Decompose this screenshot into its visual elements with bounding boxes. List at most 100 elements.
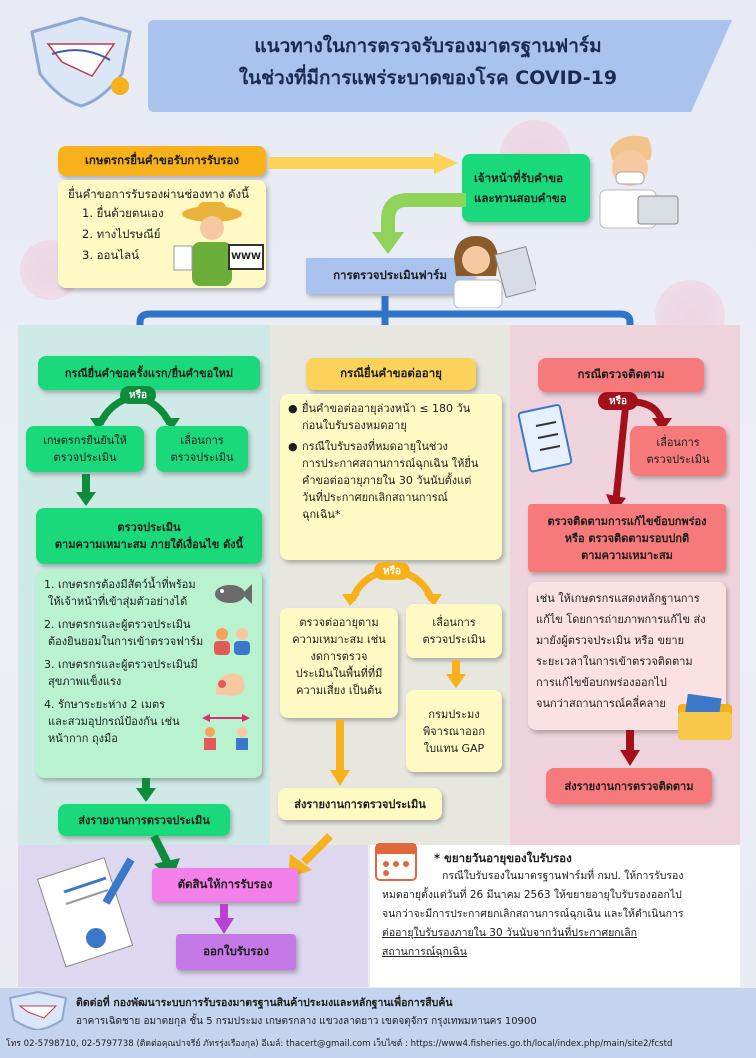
right-postpone-line2: ตรวจประเมิน <box>646 453 710 466</box>
mid-renew-d: ประเมินในพื้นที่ที่มี <box>295 667 383 680</box>
www-sign: WWW <box>228 244 264 270</box>
mid-renew-panel: ตรวจต่ออายุตาม ความเหมาะสม เช่น งดการตรว… <box>280 608 398 718</box>
left-down-arrow-2 <box>136 778 156 802</box>
condition-1b: ให้เจ้าหน้าที่เข้าสุ่มตัวอย่างได้ <box>48 595 188 608</box>
decide-box: ตัดสินให้การรับรอง <box>152 868 298 902</box>
mid-postpone-line2: ตรวจประเมิน <box>422 633 486 646</box>
channel-item: 3. ออนไลน์ <box>82 248 139 262</box>
mid-renew-e: ความเสี่ยง เป็นต้น <box>296 684 382 697</box>
note-line2: หมดอายุตั้งแต่วันที่ 26 มีนาคม 2563 ให้ข… <box>382 889 682 901</box>
farmer-icon <box>166 196 266 290</box>
condition-4a: 4. รักษาระยะห่าง 2 เมตร <box>44 698 166 711</box>
mid-dept-b: พิจารณาออก <box>422 724 486 738</box>
www-sign-text: WWW <box>231 252 261 262</box>
footer-phone: โทร 02-5798710, 02-5797738 (ติดต่อคุณปาจ… <box>6 1039 673 1049</box>
right-postpone-line1: เลื่อนการ <box>656 436 700 449</box>
checklist-icon <box>516 402 576 474</box>
page-title: แนวทางในการตรวจรับรองมาตรฐานฟาร์ม ในช่วง… <box>148 30 708 94</box>
condition-2a: 2. เกษตรกรและผู้ตรวจประเมิน <box>44 618 191 631</box>
page-title-line2: ในช่วงที่มีการแพร่ระบาดของโรค COVID-19 <box>238 67 618 89</box>
note-line3: จนกว่าจะมีการประกาศยกเลิกสถานการณ์ฉุกเฉิ… <box>382 908 684 920</box>
left-conditions-panel: 1. เกษตรกรต้องมีสัตว์น้ำที่พร้อม ให้เจ้า… <box>36 570 262 778</box>
officer-line1: เจ้าหน้าที่รับคำขอ <box>474 170 564 185</box>
right-detail-panel: เช่น ให้เกษตรกรแสดงหลักฐานการ แก้ไข โดยก… <box>528 582 726 730</box>
calendar-icon <box>372 836 422 884</box>
note-line4: ต่ออายุใบรับรองภายใน 30 วันนับจากวันที่ป… <box>382 927 638 939</box>
footer <box>0 988 756 1058</box>
mid-dept-a: กรมประมง <box>428 707 480 721</box>
right-detail-a: เช่น ให้เกษตรกรแสดงหลักฐานการ <box>536 592 700 605</box>
certificate-icon <box>36 852 146 970</box>
right-report-box: ส่งรายงานการตรวจติดตาม <box>546 768 712 804</box>
left-postpone-line2: ตรวจประเมิน <box>170 451 234 464</box>
farmer-submit-label: เกษตรกรยื่นคำขอรับการรับรอง <box>58 146 266 176</box>
right-detail-e: การแก้ไขข้อบกพร่องออกไป <box>536 676 667 689</box>
mid-renew-c: งดการตรวจ <box>310 650 368 663</box>
right-or-badge: หรือ <box>598 392 638 410</box>
mid-bullet1: ● ยื่นคำขอต่ออายุล่วงหน้า ≤ 180 วัน ก่อน… <box>288 400 494 434</box>
right-follow-c: ตามความเหมาะสม <box>581 548 673 562</box>
footer-logo <box>6 990 70 1032</box>
mid-bullet1b: ก่อนใบรับรองหมดอายุ <box>302 419 407 432</box>
strength-icon <box>212 668 252 698</box>
right-postpone-box: เลื่อนการ ตรวจประเมิน <box>630 426 726 476</box>
orange-arrow-right <box>268 152 458 174</box>
folder-icon <box>676 693 734 742</box>
footer-address: อาคารเฉิดชาย อมาตยกุล ชั้น 5 กรมประมง เก… <box>76 1016 537 1027</box>
left-postpone-box: เลื่อนการ ตรวจประเมิน <box>156 426 248 472</box>
issue-box: ออกใบรับรอง <box>176 934 296 970</box>
mid-bullet2: ● กรณีใบรับรองที่หมดอายุในช่วง การประกาศ… <box>288 438 494 523</box>
condition-3b: สุขภาพแข็งแรง <box>48 675 122 688</box>
fish-icon <box>212 580 252 608</box>
officer-box: เจ้าหน้าที่รับคำขอ และทวนสอบคำขอ <box>462 154 590 222</box>
left-or-badge: หรือ <box>120 386 156 404</box>
right-follow-b: หรือ ตรวจติดตามรอบปกติ <box>564 531 690 545</box>
mid-down-arrow-2 <box>330 720 350 786</box>
mid-bullet2b: การประกาศสถานการณ์ฉุกเฉิน ให้ยื่น <box>302 457 479 470</box>
note-line5: สถานการณ์ฉุกเฉิน <box>382 946 467 958</box>
right-down-arrow <box>620 730 640 766</box>
right-detail-b: แก้ไข โดยการถ่ายภาพการแก้ไข ส่ง <box>536 613 706 626</box>
channel-item: 2. ทางไปรษณีย์ <box>82 227 161 241</box>
mid-branch-header: กรณียื่นคำขอต่ออายุ <box>306 358 476 390</box>
mid-department-box: กรมประมง พิจารณาออก ใบแทน GAP <box>406 690 502 772</box>
mid-report-box: ส่งรายงานการตรวจประเมิน <box>278 788 442 820</box>
left-down-arrow <box>76 474 96 506</box>
left-assess-box: ตรวจประเมิน ตามความเหมาะสม ภายใต้เงื่อนไ… <box>36 508 262 564</box>
note-heading: * ขยายวันอายุของใบรับรอง <box>434 851 572 865</box>
note-line1: กรณีใบรับรองในมาตรฐานฟาร์มที่ กมป. ให้กา… <box>442 870 684 882</box>
distance-icon <box>200 710 252 750</box>
mid-postpone-box: เลื่อนการ ตรวจประเมิน <box>406 604 502 658</box>
footer-contact: ติดต่อที่ กองพัฒนาระบบการรับรองมาตรฐานสิ… <box>76 997 453 1009</box>
condition-2b: ต้องยินยอมในการเข้าตรวจฟาร์ม <box>48 635 204 648</box>
condition-1a: 1. เกษตรกรต้องมีสัตว์น้ำที่พร้อม <box>44 578 196 591</box>
condition-3a: 3. เกษตรกรและผู้ตรวจประเมินมี <box>44 658 198 671</box>
left-postpone-line1: เลื่อนการ <box>180 434 224 447</box>
note-panel <box>370 845 740 987</box>
right-follow-a: ตรวจติดตามการแก้ไขข้อบกพร่อง <box>547 514 707 528</box>
note-body: กรณีใบรับรองในมาตรฐานฟาร์มที่ กมป. ให้กา… <box>382 868 736 961</box>
mid-bullet2e: ฉุกเฉิน* <box>302 508 341 521</box>
mid-bullet2a: กรณีใบรับรองที่หมดอายุในช่วง <box>302 440 448 453</box>
condition-4b: และสวมอุปกรณ์ป้องกัน เช่น <box>48 715 180 728</box>
mid-down-arrow <box>446 660 466 688</box>
mid-renew-a: ตรวจต่ออายุตาม <box>299 616 379 629</box>
auditor-icon <box>446 232 538 309</box>
mid-postpone-line1: เลื่อนการ <box>432 616 476 629</box>
title-banner <box>148 20 732 112</box>
right-branch-header: กรณีตรวจติดตาม <box>538 358 704 392</box>
condition-4c: หน้ากาก ถุงมือ <box>48 732 118 745</box>
right-detail-d: ระยะเวลาในการเข้าตรวจติดตาม <box>536 655 693 668</box>
officer-icon <box>592 130 682 230</box>
mid-conditions-panel: ● ยื่นคำขอต่ออายุล่วงหน้า ≤ 180 วัน ก่อน… <box>280 394 502 560</box>
left-assess-line2: ตามความเหมาะสม ภายใต้เงื่อนไข ดังนี้ <box>54 538 244 551</box>
right-detail-f: จนกว่าสถานการณ์คลี่คลาย <box>536 697 666 710</box>
left-confirm-line1: เกษตรกรยืนยันให้ <box>43 434 127 447</box>
channels-intro: ยื่นคำขอการรับรองผ่านช่องทาง ดังนี้ <box>68 187 249 201</box>
page-title-line1: แนวทางในการตรวจรับรองมาตรฐานฟาร์ม <box>254 35 602 57</box>
left-confirm-box: เกษตรกรยืนยันให้ ตรวจประเมิน <box>26 426 144 472</box>
green-curve-arrow <box>368 186 468 256</box>
people-icon <box>212 626 252 656</box>
right-follow-box: ตรวจติดตามการแก้ไขข้อบกพร่อง หรือ ตรวจติ… <box>528 504 726 572</box>
mid-bullet1a: ยื่นคำขอต่ออายุล่วงหน้า ≤ 180 วัน <box>302 402 471 415</box>
